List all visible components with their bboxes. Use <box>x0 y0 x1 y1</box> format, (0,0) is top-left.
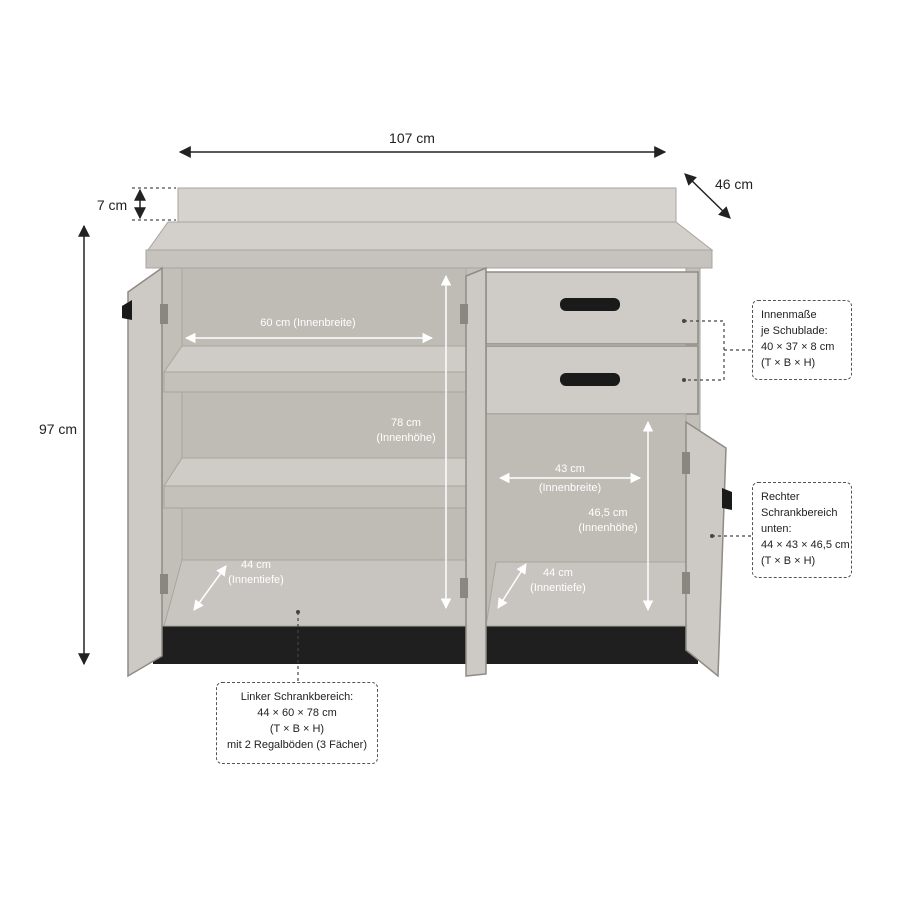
callout-line: Linker Schrankbereich: <box>240 691 354 703</box>
left-compartment-floor <box>163 559 467 627</box>
callout-line: Rechter <box>761 491 800 503</box>
right-inner-width-value: 43 cm <box>555 463 585 475</box>
left-inner-dimensions: 60 cm (Innenbreite) 78 cm (Innenhöhe) 44… <box>184 274 452 611</box>
right-compartment-floor <box>485 561 687 627</box>
left-inner-height-value: 78 cm <box>391 417 421 429</box>
callout-line: Innenmaße <box>761 309 817 321</box>
callout-line: unten: <box>761 523 792 535</box>
left-inner-depth-label: (Innentiefe) <box>228 574 284 586</box>
right-door[interactable] <box>685 420 727 678</box>
right-inner-height-value: 46,5 cm <box>588 507 627 519</box>
plinth <box>153 626 698 664</box>
drawer-lower-handle[interactable] <box>560 373 620 386</box>
hinge-icon <box>460 578 468 598</box>
right-compartment-callout: Rechter Schrankbereich unten: 44 × 43 × … <box>752 482 852 578</box>
hinge-icon <box>160 574 168 594</box>
left-inner-depth-value: 44 cm <box>241 559 271 571</box>
callout-line: je Schublade: <box>761 325 828 337</box>
drawer-leader-dot <box>682 319 686 323</box>
drawer-upper-handle[interactable] <box>560 298 620 311</box>
drawer-leader <box>684 320 752 381</box>
countertop-front <box>145 249 713 269</box>
callout-line: Schrankbereich <box>761 507 838 519</box>
depth-arrow <box>684 173 731 219</box>
height-label: 97 cm <box>39 421 77 437</box>
right-inner-depth-value: 44 cm <box>543 567 573 579</box>
right-inner-depth-arrow <box>497 563 527 609</box>
callout-line: (T × B × H) <box>761 555 816 567</box>
hinge-icon <box>160 304 168 324</box>
hinge-icon <box>460 304 468 324</box>
callout-line: (T × B × H) <box>269 723 325 735</box>
left-inner-depth-arrow <box>193 565 227 611</box>
right-inner-width-label: (Innenbreite) <box>539 482 601 494</box>
countertop <box>147 221 714 251</box>
callout-line: mit 2 Regalböden (3 Fächer) <box>226 739 367 751</box>
callout-line: (T × B × H) <box>761 357 816 369</box>
hinge-icon <box>682 452 690 474</box>
left-compartment-callout: Linker Schrankbereich: 44 × 60 × 78 cm (… <box>216 682 378 764</box>
left-door-handle[interactable] <box>122 300 132 320</box>
right-inner-depth-label: (Innentiefe) <box>530 582 586 594</box>
backsplash-label: 7 cm <box>97 197 127 213</box>
width-label: 107 cm <box>389 130 435 146</box>
backsplash <box>177 187 677 223</box>
right-door-handle[interactable] <box>722 488 732 510</box>
shelf-upper-edge <box>163 371 467 393</box>
drawer-leader-dot <box>682 378 686 382</box>
shelf-lower-edge <box>163 485 467 509</box>
callout-leaders <box>296 319 752 682</box>
cabinet <box>122 187 732 678</box>
middle-door[interactable] <box>465 266 487 677</box>
callout-line: 40 × 37 × 8 cm <box>761 341 835 353</box>
left-leader-dot <box>296 610 300 614</box>
shelf-upper <box>163 345 467 373</box>
drawer-dimensions-callout: Innenmaße je Schublade: 40 × 37 × 8 cm (… <box>752 300 852 380</box>
depth-label: 46 cm <box>715 176 753 192</box>
callout-line: 44 × 43 × 46,5 cm <box>761 539 850 551</box>
shelf-lower <box>163 457 467 487</box>
callout-line: 44 × 60 × 78 cm <box>257 707 337 719</box>
right-leader-dot <box>710 534 714 538</box>
left-door[interactable] <box>127 266 163 678</box>
left-inner-width-label: 60 cm (Innenbreite) <box>260 317 355 329</box>
right-inner-dimensions: 43 cm (Innenbreite) 46,5 cm (Innenhöhe) … <box>497 420 654 612</box>
hinge-icon <box>682 572 690 594</box>
left-inner-height-label: (Innenhöhe) <box>376 432 435 444</box>
right-inner-height-label: (Innenhöhe) <box>578 522 637 534</box>
outer-dimensions: 107 cm 46 cm 97 cm 7 cm <box>39 130 753 666</box>
